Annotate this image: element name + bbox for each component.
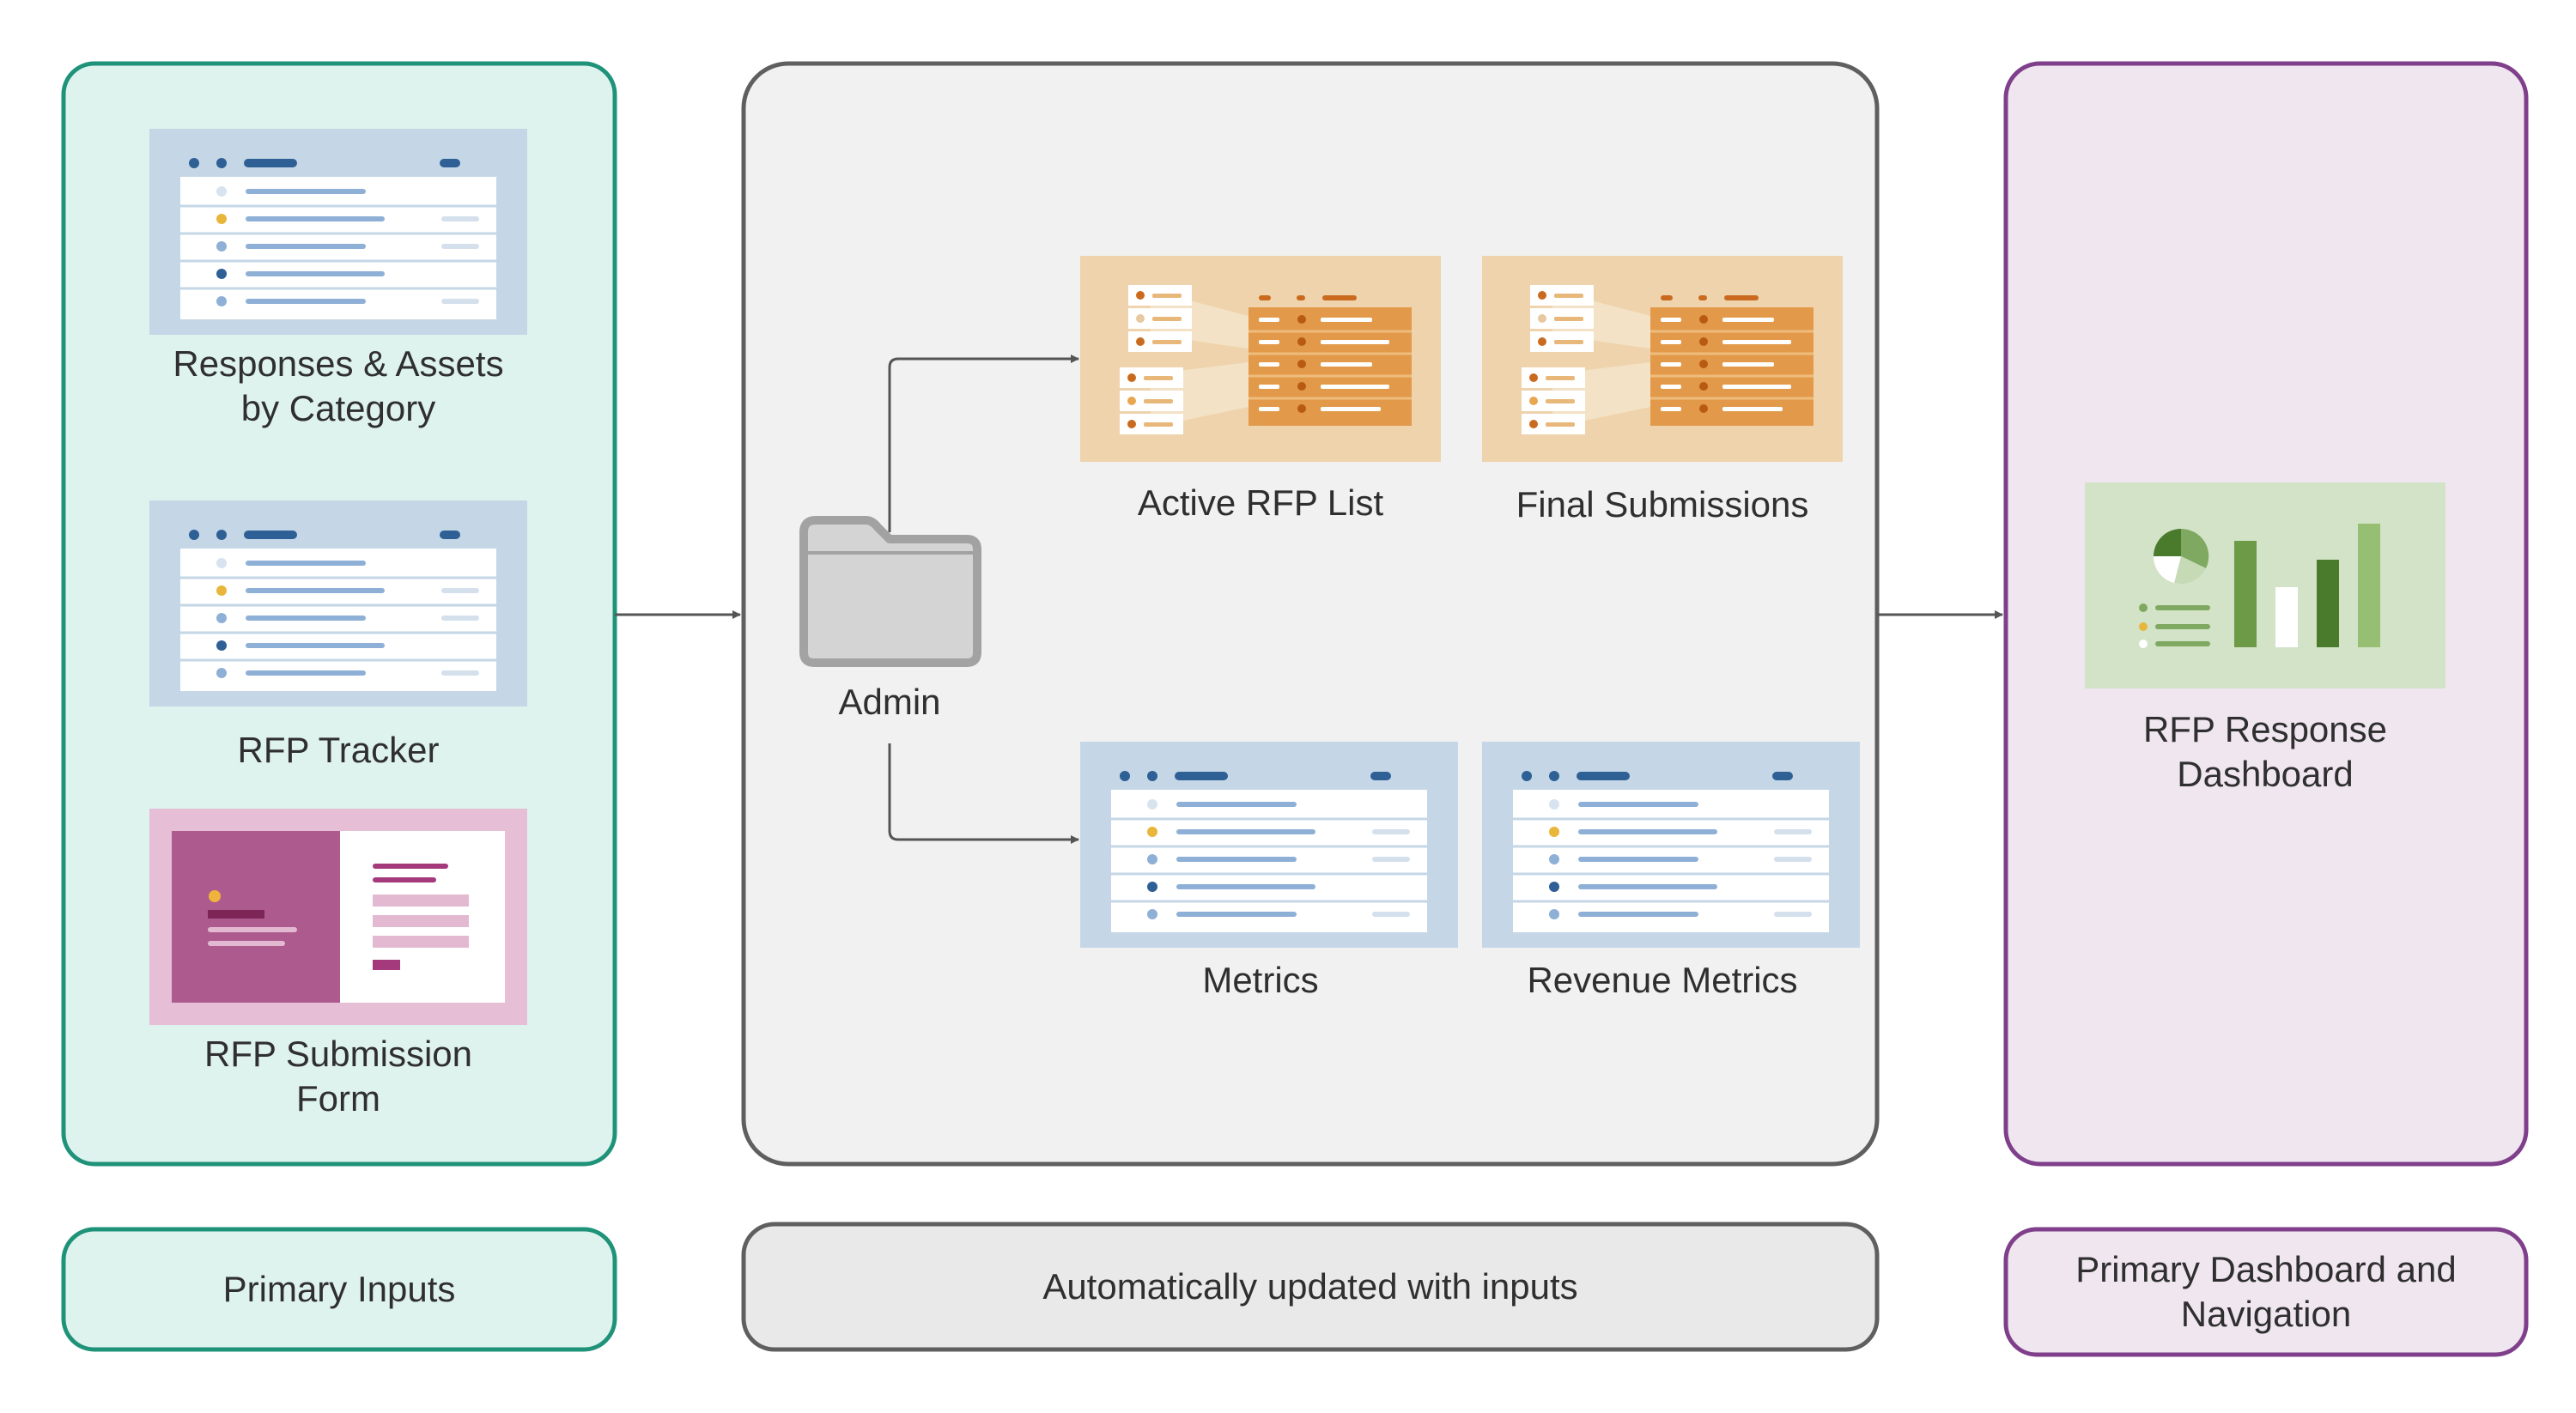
admin-to-reports-arrow — [888, 355, 1079, 532]
admin-folder-label: Admin — [838, 682, 941, 722]
folder-icon — [799, 516, 981, 667]
middle-footer-label: Automatically updated with inputs — [1042, 1266, 1578, 1307]
rfp-tracker-sheet-icon — [148, 499, 529, 708]
rfp-response-dashboard-label: RFP Response Dashboard — [2142, 709, 2388, 794]
final-submissions-report-icon — [1480, 254, 1844, 464]
rfp-response-dashboard-icon — [2085, 482, 2445, 688]
responses-assets-sheet-icon — [148, 127, 529, 337]
revenue-metrics-label: Revenue Metrics — [1527, 960, 1798, 1000]
dashboard-footer-label: Primary Dashboard and Navigation — [2075, 1249, 2457, 1334]
active-rfp-report-icon — [1078, 254, 1443, 464]
responses-assets-label: Responses & Assets by Category — [173, 343, 504, 428]
middle-footer-box — [741, 1222, 1880, 1352]
inputs-footer-label: Primary Inputs — [222, 1269, 456, 1309]
final-submissions-label: Final Submissions — [1516, 484, 1809, 525]
revenue-metrics-sheet-icon — [1480, 740, 1862, 949]
inputs-footer-box — [61, 1227, 617, 1352]
admin-to-metrics-arrow — [888, 743, 1079, 844]
rfp-submission-form-icon — [149, 809, 527, 1025]
metrics-sheet-icon — [1078, 740, 1460, 949]
active-rfp-list-label: Active RFP List — [1137, 482, 1384, 523]
dashboard-footer-box — [2003, 1227, 2529, 1357]
rfp-tracker-label: RFP Tracker — [237, 730, 440, 770]
rfp-submission-form-label: RFP Submission Form — [204, 1034, 472, 1119]
metrics-label: Metrics — [1202, 960, 1319, 1000]
